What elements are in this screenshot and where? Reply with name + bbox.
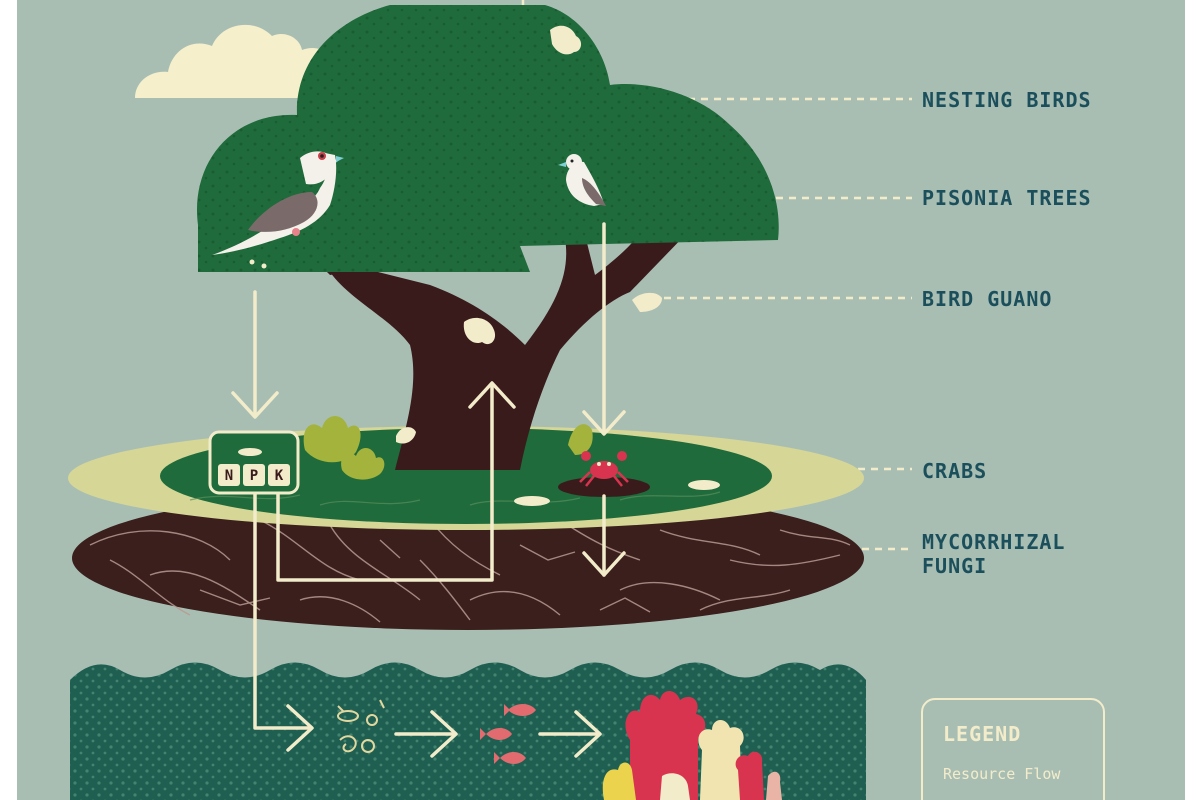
- label-mycorrhizal-line1: MYCORRHIZAL: [922, 530, 1066, 554]
- fish-icon: [480, 704, 536, 764]
- label-mycorrhizal-line2: FUNGI: [922, 554, 988, 578]
- label-pisonia-trees: PISONIA TREES: [922, 186, 1092, 210]
- coral-reef-icon: [602, 691, 782, 800]
- npk-p-text: P: [250, 468, 258, 484]
- npk-k-key: [268, 464, 290, 486]
- legend-title: LEGEND: [943, 722, 1022, 746]
- resource-flow-arrows: [231, 222, 626, 758]
- guano-splats: [230, 25, 720, 506]
- nesting-bird-small-icon: [558, 154, 606, 206]
- legend-resource-flow: Resource Flow: [943, 765, 1061, 783]
- crab-burrow: [558, 477, 650, 497]
- label-nesting-birds: NESTING BIRDS: [922, 88, 1092, 112]
- label-crabs: CRABS: [922, 459, 988, 483]
- shrub-icon: [303, 416, 593, 480]
- crab-icon: [579, 451, 629, 487]
- legend-box: LEGEND Resource Flow: [921, 698, 1105, 800]
- nesting-bird-large-icon: [212, 151, 344, 255]
- label-mycorrhizal-fungi: MYCORRHIZAL FUNGI: [922, 530, 1065, 578]
- label-bird-guano: BIRD GUANO: [922, 287, 1053, 311]
- plankton-icon: [337, 699, 385, 753]
- npk-n-key: [218, 464, 240, 486]
- npk-nutrient-box: N P K: [208, 430, 300, 495]
- npk-n-text: N: [225, 468, 233, 484]
- npk-p-key: [243, 464, 265, 486]
- cloud-icon: [135, 24, 334, 98]
- npk-k-text: K: [275, 468, 284, 484]
